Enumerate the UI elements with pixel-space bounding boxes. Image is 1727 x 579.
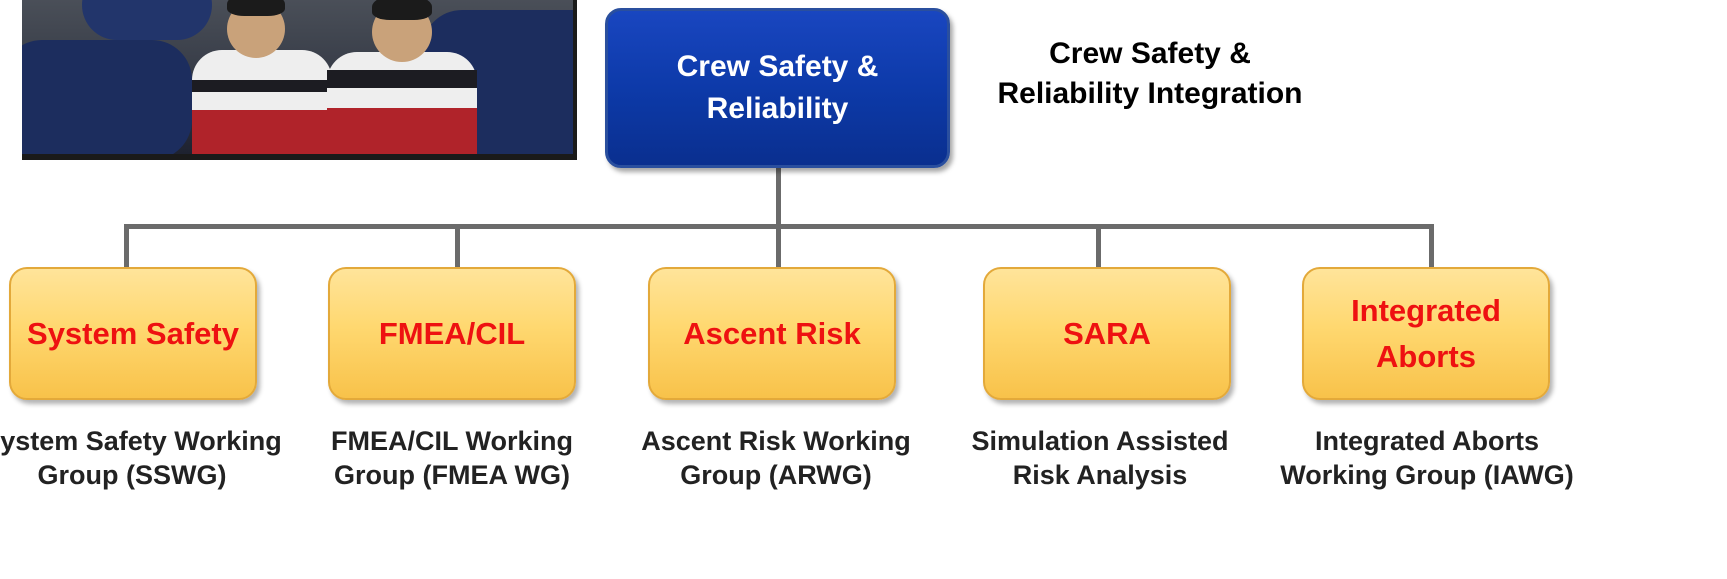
connector-trunk <box>776 168 781 226</box>
fmea-cil-label: FMEA/CIL <box>378 315 526 351</box>
sara-node: SARA <box>983 267 1231 400</box>
ascent-risk-description: Ascent Risk Working Group (ARWG) <box>641 426 911 490</box>
connector-drop-3 <box>776 224 781 269</box>
system-safety-label: System Safety <box>27 315 239 351</box>
connector-drop-4 <box>1096 224 1101 269</box>
connector-drop-2 <box>455 224 460 269</box>
system-safety-description: System Safety Working Group (SSWG) <box>0 426 282 490</box>
sara-description: Simulation Assisted Risk Analysis <box>971 426 1229 490</box>
connector-drop-5 <box>1429 224 1434 269</box>
connector-drop-1 <box>124 224 129 269</box>
integrated-aborts-description: Integrated Aborts Working Group (IAWG) <box>1280 426 1574 490</box>
crew-safety-reliability-integration-label: Crew Safety & Reliability Integration <box>997 37 1303 110</box>
system-safety-node: System Safety <box>9 267 257 400</box>
ascent-risk-label: Ascent Risk <box>683 315 861 351</box>
crew-photo <box>22 0 577 160</box>
crew-safety-reliability-node: Crew Safety & Reliability <box>605 8 950 168</box>
crew-safety-reliability-label: Crew Safety & Reliability <box>676 50 879 125</box>
fmea-cil-node: FMEA/CIL <box>328 267 576 400</box>
integrated-aborts-node: Integrated Aborts <box>1302 267 1550 400</box>
integrated-aborts-label: Integrated Aborts <box>1351 292 1501 374</box>
ascent-risk-node: Ascent Risk <box>648 267 896 400</box>
fmea-cil-description: FMEA/CIL Working Group (FMEA WG) <box>331 426 573 490</box>
sara-label: SARA <box>1063 315 1151 351</box>
